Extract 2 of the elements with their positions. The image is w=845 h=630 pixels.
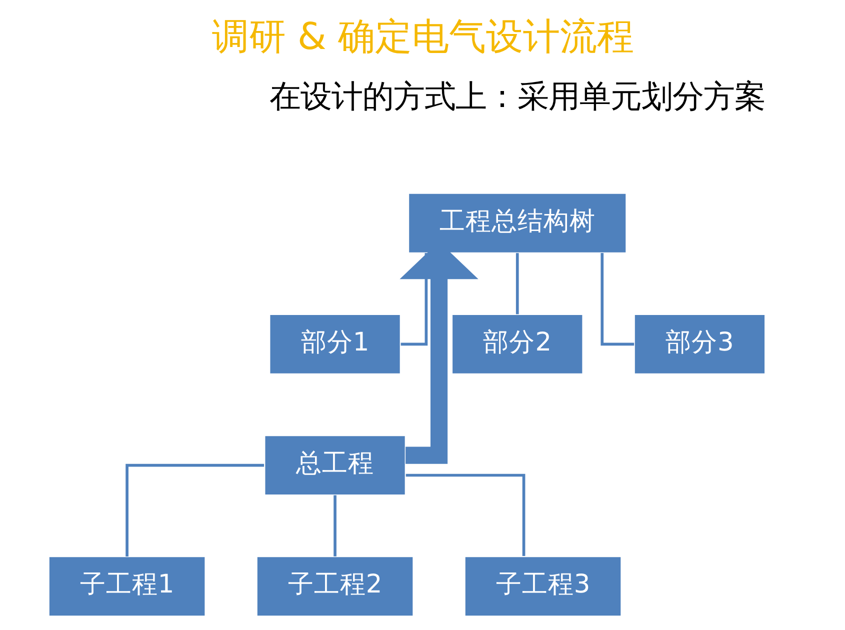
label: 在设计的方式上：采用单元划分方案 <box>268 79 765 116</box>
diagram-title: 调研 & 确定电气设计流程 <box>211 15 634 58</box>
